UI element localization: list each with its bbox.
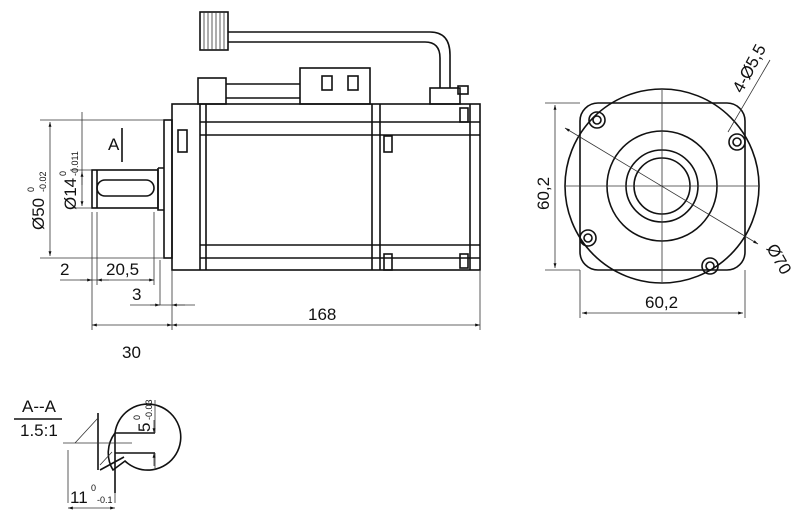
pitch-circle [564, 88, 760, 284]
key-depth-label: 11 [70, 488, 88, 507]
mounting-holes [579, 111, 746, 275]
keyway [96, 179, 155, 197]
flange [163, 119, 173, 259]
svg-text:-0.02: -0.02 [38, 171, 48, 192]
dim-30: 30 [122, 343, 141, 362]
dim-20-5: 20,5 [106, 260, 139, 279]
dia14-label: Ø14 [61, 178, 80, 210]
key-width-label: 5 [135, 423, 154, 432]
svg-text:-0.1: -0.1 [97, 495, 113, 505]
section-marker: A [108, 135, 120, 154]
section-scale: 1.5:1 [20, 421, 58, 440]
svg-text:0: 0 [91, 483, 96, 493]
svg-text:0: 0 [132, 415, 142, 420]
height-label: 60,2 [534, 177, 553, 210]
svg-text:0: 0 [58, 171, 68, 176]
svg-text:-0.03: -0.03 [144, 399, 154, 420]
section-title: A--A [22, 397, 57, 416]
shaft [91, 169, 159, 209]
front-view: Ø70 4-Ø5,5 60,2 60,2 [534, 41, 795, 318]
power-connector [197, 77, 227, 105]
dim-168: 168 [308, 305, 336, 324]
dim-2: 2 [60, 260, 69, 279]
dim-3: 3 [132, 285, 141, 304]
svg-text:-0.011: -0.011 [70, 151, 80, 176]
dia50-label: Ø50 [29, 198, 48, 230]
side-view: A Ø50 0 -0.02 Ø14 0 -0.011 2 20,5 3 16 [26, 11, 481, 362]
section-view: A--A 1.5:1 5 0 -0.03 11 0 -0.1 [14, 397, 182, 510]
width-label: 60,2 [645, 293, 678, 312]
cable-connector [199, 11, 229, 51]
pcd-label: Ø70 [763, 241, 796, 278]
holes-label: 4-Ø5,5 [729, 41, 770, 96]
cable [228, 31, 451, 88]
svg-text:0: 0 [26, 187, 36, 192]
